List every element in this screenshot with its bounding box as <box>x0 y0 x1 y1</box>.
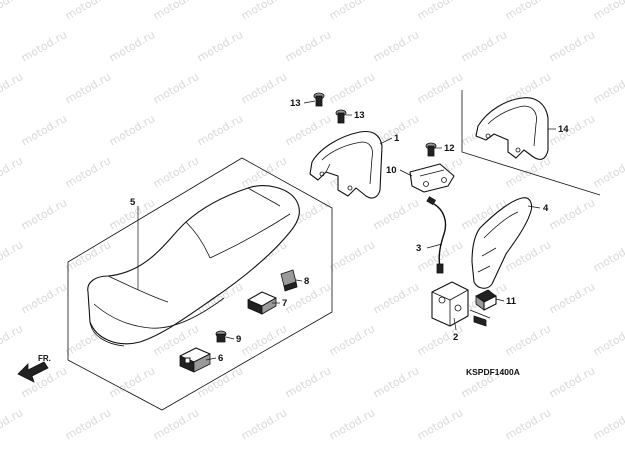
callout-14: 14 <box>558 124 569 135</box>
watermark-text: motod.ru <box>239 406 289 442</box>
watermark-text: motod.ru <box>591 154 625 190</box>
watermark-text: motod.ru <box>239 0 289 23</box>
diagram-reference-code: KSPDF1400A <box>466 367 520 377</box>
seat-hook-part <box>179 347 211 373</box>
watermark-text: motod.ru <box>151 70 201 106</box>
seat-cushion-part <box>280 269 298 292</box>
watermark-text: motod.ru <box>591 0 625 23</box>
watermark-text: motod.ru <box>151 406 201 442</box>
callout-13-upper: 13 <box>290 98 301 109</box>
watermark-text: motod.ru <box>63 406 113 442</box>
watermark-text: motod.ru <box>371 28 421 64</box>
watermark-text: motod.ru <box>107 364 157 400</box>
watermark-text: motod.ru <box>547 112 597 148</box>
watermark-text: motod.ru <box>547 196 597 232</box>
front-direction-label: FR. <box>38 354 51 363</box>
watermark-text: motod.ru <box>591 238 625 274</box>
watermark-text: motod.ru <box>195 112 245 148</box>
watermark-text: motod.ru <box>503 406 553 442</box>
callout-11: 11 <box>506 296 517 307</box>
watermark-layer: motod.ru motod.ru motod.ru motod.ru motod.ru… <box>0 0 625 443</box>
watermark-text: motod.ru <box>503 0 553 23</box>
watermark-text: motod.ru <box>0 322 25 358</box>
side-cover-part <box>471 197 533 289</box>
watermark-text: motod.ru <box>0 70 25 106</box>
watermark-text: motod.ru <box>591 406 625 442</box>
watermark-text: motod.ru <box>63 154 113 190</box>
rail-bolt-upper-part <box>313 92 325 107</box>
watermark-text: motod.ru <box>415 70 465 106</box>
watermark-text: motod.ru <box>283 28 333 64</box>
callout-10: 10 <box>386 165 397 176</box>
seat-group-outline <box>67 157 333 411</box>
watermark-text: motod.ru <box>591 70 625 106</box>
seat-latch-part <box>409 163 455 193</box>
callout-4: 4 <box>543 203 549 214</box>
watermark-text: motod.ru <box>239 322 289 358</box>
callout-7: 7 <box>282 298 287 309</box>
callout-3: 3 <box>416 243 421 254</box>
watermark-text: motod.ru <box>327 70 377 106</box>
callout-1: 1 <box>394 133 400 144</box>
watermark-text: motod.ru <box>19 28 69 64</box>
seat-part <box>87 185 300 347</box>
watermark-text: motod.ru <box>19 280 69 316</box>
watermark-text: motod.ru <box>371 364 421 400</box>
watermark-text: motod.ru <box>63 70 113 106</box>
seat-lock-cable-part <box>426 196 447 274</box>
callout-6: 6 <box>218 353 223 364</box>
callout-8: 8 <box>304 276 309 287</box>
front-direction-indicator: FR. <box>17 354 51 383</box>
seat-stopper-part <box>247 291 277 315</box>
watermark-text: motod.ru <box>107 112 157 148</box>
watermark-text: motod.ru <box>371 196 421 232</box>
watermark-text: motod.ru <box>107 28 157 64</box>
rail-bolt-lower-part <box>335 109 347 124</box>
optional-grab-rail-part <box>475 97 549 160</box>
watermark-text: motod.ru <box>151 0 201 23</box>
watermark-text: motod.ru <box>19 112 69 148</box>
watermark-text: motod.ru <box>195 28 245 64</box>
callout-13-lower: 13 <box>354 110 365 121</box>
leader-lines <box>137 100 556 361</box>
watermark-text: motod.ru <box>459 28 509 64</box>
watermark-text: motod.ru <box>547 28 597 64</box>
watermark-text: motod.ru <box>327 238 377 274</box>
seat-bolt-part <box>215 330 227 343</box>
latch-bolt-part <box>425 142 437 157</box>
watermark-text: motod.ru <box>0 154 25 190</box>
watermark-text: motod.ru <box>415 406 465 442</box>
watermark-text: motod.ru <box>371 280 421 316</box>
watermark-text: motod.ru <box>283 112 333 148</box>
watermark-text: motod.ru <box>547 364 597 400</box>
watermark-text: motod.ru <box>195 364 245 400</box>
watermark-text: motod.ru <box>19 196 69 232</box>
watermark-text: motod.ru <box>327 406 377 442</box>
callout-5: 5 <box>130 197 136 208</box>
callout-9: 9 <box>236 334 241 345</box>
watermark-text: motod.ru <box>283 364 333 400</box>
watermark-text: motod.ru <box>547 280 597 316</box>
watermark-text: motod.ru <box>239 70 289 106</box>
watermark-text: motod.ru <box>503 322 553 358</box>
watermark-text: motod.ru <box>0 238 25 274</box>
watermark-text: motod.ru <box>63 238 113 274</box>
callout-labels: 1 2 3 4 5 6 7 8 9 10 11 12 13 13 14 <box>130 98 569 364</box>
watermark-text: motod.ru <box>591 322 625 358</box>
key-set-part <box>469 289 497 327</box>
callout-12: 12 <box>444 143 455 154</box>
callout-2: 2 <box>453 332 458 343</box>
watermark-text: motod.ru <box>327 322 377 358</box>
watermark-text: motod.ru <box>0 406 25 442</box>
watermark-text: motod.ru <box>327 0 377 23</box>
seat-lock-part <box>431 281 469 327</box>
watermark-text: motod.ru <box>0 0 25 23</box>
watermark-text: motod.ru <box>151 154 201 190</box>
grab-rail-group-outline <box>461 90 601 196</box>
rear-grab-rail-part <box>309 130 383 199</box>
watermark-text: motod.ru <box>415 0 465 23</box>
watermark-text: motod.ru <box>63 0 113 23</box>
